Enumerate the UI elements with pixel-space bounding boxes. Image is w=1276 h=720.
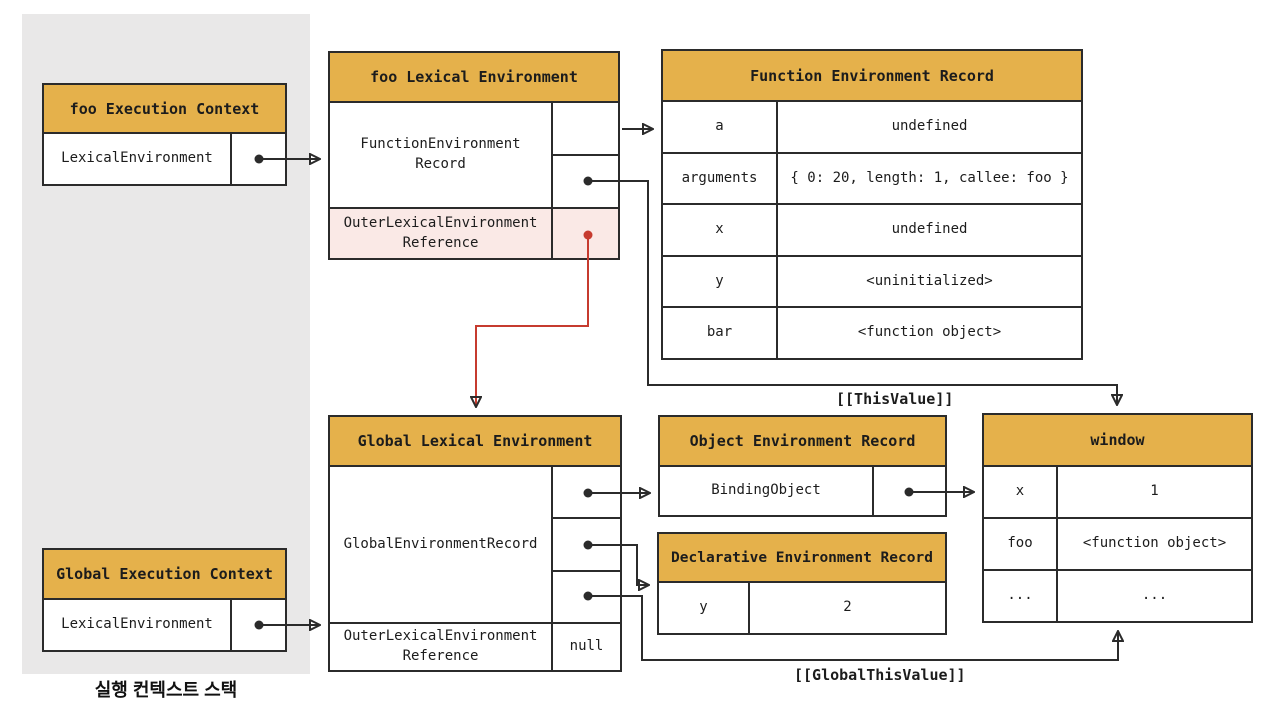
global-lexical-environment-title: Global Lexical Environment (330, 417, 620, 467)
foo-lexical-environment-box: foo Lexical Environment FunctionEnvironm… (328, 51, 620, 260)
object-environment-record-box: Object Environment Record BindingObject (658, 415, 947, 517)
lexical-environment-label: LexicalEnvironment (61, 150, 213, 167)
function-environment-record-box: Function Environment Record a undefined … (661, 49, 1083, 360)
function-environment-record-label: FunctionEnvironment Record (360, 136, 521, 172)
table-row: a undefined (663, 102, 1081, 152)
global-execution-context-title: Global Execution Context (44, 550, 285, 600)
table-row: LexicalEnvironment (44, 600, 285, 650)
binding-object-label: BindingObject (711, 482, 821, 499)
key-cell: y (663, 256, 778, 307)
value-cell: <function object> (857, 324, 1002, 341)
pointer-column (551, 103, 618, 207)
arrow-outer-reference-to-global-lexical (476, 235, 589, 405)
declarative-environment-record-title: Declarative Environment Record (659, 534, 945, 583)
window-object-box: window x 1 foo <function object> ... ... (982, 413, 1253, 623)
key-cell: ... (984, 571, 1058, 621)
outer-lexical-environment-reference-label: OuterLexicalEnvironment Reference (330, 209, 551, 258)
global-lexical-environment-box: Global Lexical Environment GlobalEnviron… (328, 415, 622, 672)
table-row: ... ... (984, 569, 1251, 621)
value-cell: 1 (1150, 483, 1159, 500)
function-environment-record-row: FunctionEnvironment Record (330, 103, 618, 207)
pointer-cell (230, 600, 285, 650)
key-cell: y (659, 583, 750, 633)
key-cell: arguments (663, 153, 778, 204)
pointer-column (551, 467, 620, 622)
this-value-pointer-cell (553, 156, 618, 207)
table-row: foo <function object> (984, 517, 1251, 569)
declarative-record-pointer-cell (553, 519, 620, 572)
value-cell: undefined (891, 221, 968, 238)
key-cell: bar (663, 308, 778, 358)
global-environment-record-row: GlobalEnvironmentRecord (330, 467, 620, 622)
table-row: bar <function object> (663, 306, 1081, 358)
pointer-cell (230, 134, 285, 184)
key-cell: x (663, 205, 778, 255)
env-record-pointer-cell (553, 103, 618, 156)
window-title: window (984, 415, 1251, 467)
this-value-edge-label: [[ThisValue]] (836, 390, 954, 408)
table-row: x 1 (984, 467, 1251, 517)
value-cell: 2 (843, 599, 852, 616)
object-environment-record-title: Object Environment Record (660, 417, 945, 467)
outer-lexical-environment-reference-label: OuterLexicalEnvironment Reference (343, 628, 538, 664)
outer-reference-pointer-cell (551, 209, 618, 258)
value-cell: <function object> (1082, 535, 1227, 552)
value-cell: <uninitialized> (866, 272, 993, 289)
table-row: x undefined (663, 203, 1081, 255)
stack-caption: 실행 컨텍스트 스택 (94, 680, 238, 700)
key-cell: a (663, 102, 778, 152)
key-cell: x (984, 467, 1058, 517)
table-row: arguments { 0: 20, length: 1, callee: fo… (663, 151, 1081, 204)
function-environment-record-title: Function Environment Record (663, 51, 1081, 102)
outer-reference-row: OuterLexicalEnvironment Reference (330, 207, 618, 258)
value-cell: { 0: 20, length: 1, callee: foo } (790, 169, 1069, 186)
table-row: LexicalEnvironment (44, 134, 285, 184)
outer-reference-row: OuterLexicalEnvironment Reference null (330, 622, 620, 670)
global-this-pointer-cell (553, 572, 620, 622)
table-row: y <uninitialized> (663, 254, 1081, 307)
foo-execution-context-box: foo Execution Context LexicalEnvironment (42, 83, 287, 186)
pointer-cell (872, 467, 945, 515)
table-row: BindingObject (660, 467, 945, 515)
global-this-value-edge-label: [[GlobalThisValue]] (794, 666, 966, 684)
foo-lexical-environment-title: foo Lexical Environment (330, 53, 618, 103)
declarative-environment-record-box: Declarative Environment Record y 2 (657, 532, 947, 635)
global-execution-context-box: Global Execution Context LexicalEnvironm… (42, 548, 287, 652)
key-cell: foo (984, 519, 1058, 569)
foo-execution-context-title: foo Execution Context (44, 85, 285, 134)
value-cell: undefined (891, 118, 968, 134)
table-row: y 2 (659, 583, 945, 633)
value-cell: ... (1141, 587, 1168, 604)
object-record-pointer-cell (553, 467, 620, 520)
lexical-environment-label: LexicalEnvironment (61, 616, 213, 633)
global-environment-record-label: GlobalEnvironmentRecord (343, 535, 538, 552)
outer-reference-value: null (551, 624, 620, 670)
